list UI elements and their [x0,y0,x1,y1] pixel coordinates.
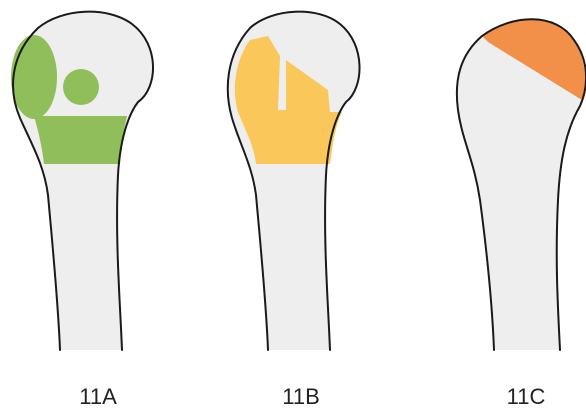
humerus-11b [228,12,360,350]
caption-11b: 11B [261,384,341,410]
humerus-11a [11,12,153,350]
humerus-11a-metaphysis-region [34,116,127,164]
humerus-11c [457,19,586,350]
caption-11a: 11A [58,384,138,410]
humerus-11a-greater-tuberosity-region [11,35,57,119]
caption-11c: 11C [486,384,566,410]
humerus-11a-head-lesion [63,69,99,105]
